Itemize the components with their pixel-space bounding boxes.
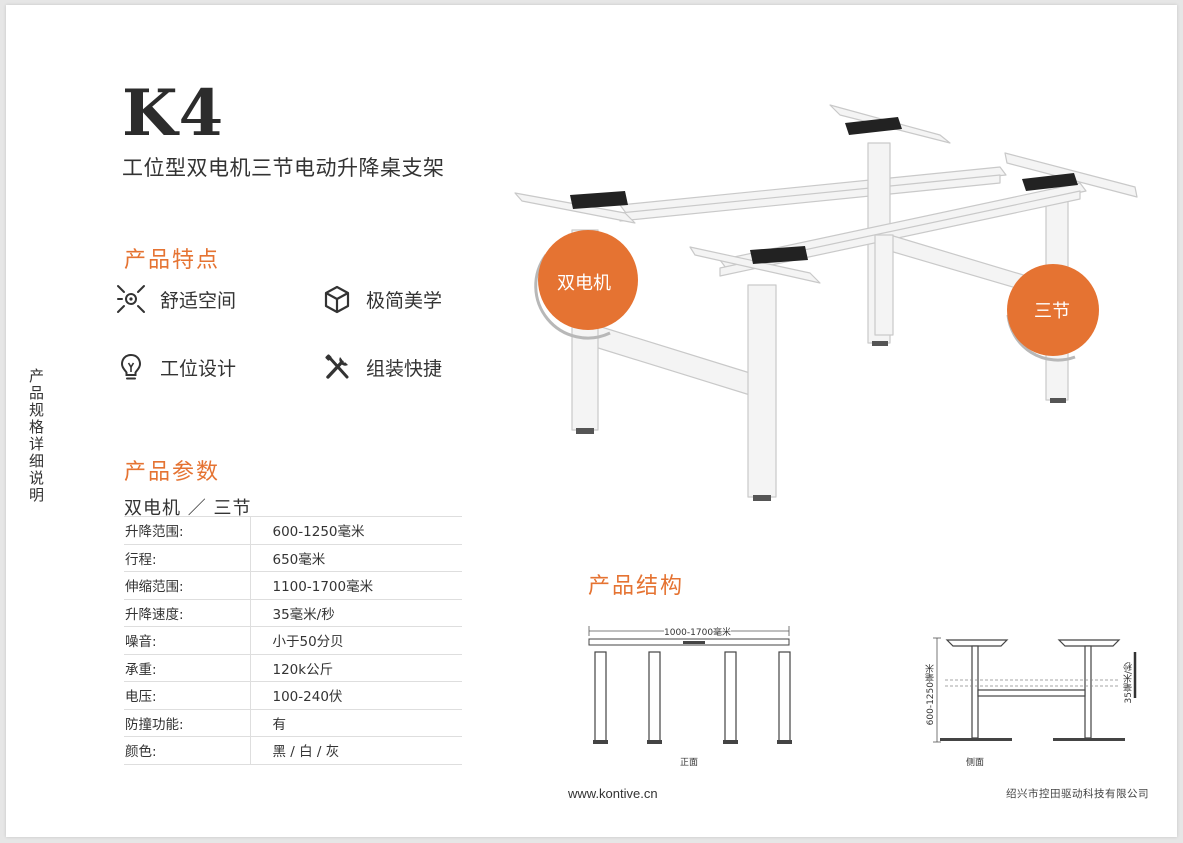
- table-row: 行程:650毫米: [124, 543, 462, 572]
- spec-key: 电压:: [124, 681, 251, 709]
- badge-three-stage: [1006, 264, 1099, 362]
- badge-three-stage-label: 三节: [1034, 301, 1070, 322]
- table-row: 承重:120k公斤: [124, 653, 462, 682]
- side-height-label: 600-1250毫米: [926, 664, 936, 726]
- feature-label: 组装快捷: [366, 357, 443, 380]
- spec-key: 行程:: [124, 543, 251, 572]
- spec-table: 升降范围:600-1250毫米 行程:650毫米 伸缩范围:1100-1700毫…: [124, 516, 462, 765]
- spec-value: 1100-1700毫米: [250, 571, 462, 599]
- feature-label: 舒适空间: [160, 289, 237, 312]
- feature-comfort-space: 舒适空间: [114, 282, 236, 316]
- feature-quick-assembly: 组装快捷: [320, 350, 442, 384]
- spec-value: 有: [250, 708, 462, 737]
- table-row: 防撞功能:有: [124, 708, 462, 737]
- side-caption: 侧面: [966, 758, 985, 768]
- cube-icon: [320, 282, 354, 316]
- feature-label: 工位设计: [160, 357, 237, 380]
- features-title: 产品特点: [124, 248, 221, 273]
- table-row: 电压:100-240伏: [124, 681, 462, 709]
- badge-dual-motor-label: 双电机: [557, 273, 611, 294]
- spec-key: 噪音:: [124, 626, 251, 654]
- spec-key: 伸缩范围:: [124, 571, 251, 599]
- table-row: 伸缩范围:1100-1700毫米: [124, 571, 462, 599]
- spec-value: 120k公斤: [250, 653, 462, 682]
- spec-value: 小于50分贝: [250, 626, 462, 654]
- side-vertical-label: 产品规格详细说明: [27, 368, 45, 504]
- table-row: 升降速度:35毫米/秒: [124, 598, 462, 627]
- params-title: 产品参数: [124, 460, 221, 485]
- feature-label: 极简美学: [366, 289, 443, 312]
- spec-value: 100-240伏: [250, 681, 462, 709]
- table-row: 噪音:小于50分贝: [124, 626, 462, 654]
- table-row: 颜色:黑 / 白 / 灰: [124, 736, 462, 765]
- comfort-space-icon: [114, 282, 148, 316]
- spec-value: 黑 / 白 / 灰: [250, 736, 462, 765]
- spec-value: 600-1250毫米: [250, 516, 462, 544]
- front-width-label: 1000-1700毫米: [664, 625, 732, 638]
- feature-minimal-aesthetic: 极简美学: [320, 282, 442, 316]
- company-name: 绍兴市控田驱动科技有限公司: [1006, 788, 1149, 800]
- side-speed-label: 35毫米/秒: [1124, 662, 1134, 704]
- website-link[interactable]: www.kontive.cn: [568, 786, 658, 801]
- spec-value: 650毫米: [250, 543, 462, 572]
- spec-key: 升降速度:: [124, 598, 251, 627]
- spec-key: 承重:: [124, 653, 251, 682]
- spec-value: 35毫米/秒: [250, 598, 462, 627]
- product-subtitle: 工位型双电机三节电动升降桌支架: [122, 156, 445, 180]
- desk-frame-illustration: [514, 104, 1138, 501]
- lightbulb-icon: [114, 350, 148, 384]
- tools-icon: [320, 350, 354, 384]
- front-caption: 正面: [680, 758, 699, 768]
- spec-key: 颜色:: [124, 736, 251, 765]
- side-view-diagram: [933, 637, 1137, 743]
- badge-dual-motor: [534, 230, 638, 340]
- table-row: 升降范围:600-1250毫米: [124, 516, 462, 544]
- spec-key: 升降范围:: [124, 516, 251, 544]
- spec-key: 防撞功能:: [124, 708, 251, 737]
- feature-workstation-design: 工位设计: [114, 350, 236, 384]
- structure-title: 产品结构: [588, 574, 685, 599]
- params-subtitle: 双电机 ／ 三节: [124, 498, 252, 519]
- model-name: K4: [122, 76, 225, 151]
